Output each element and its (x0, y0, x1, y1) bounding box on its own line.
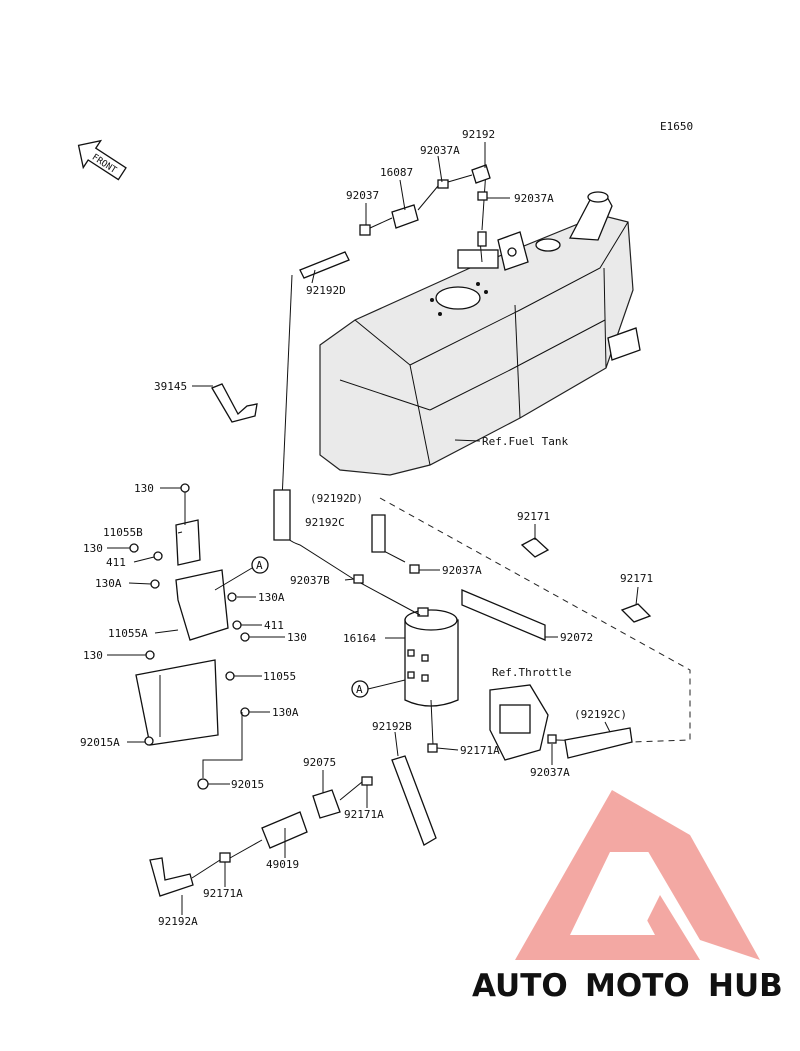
label-92171A-1: 92171A (460, 744, 500, 757)
label-11055A: 11055A (108, 627, 148, 640)
ref-throttle: Ref.Throttle (492, 666, 571, 679)
fuel-filter-line (149, 743, 438, 897)
label-130A-2: 130A (258, 591, 285, 604)
label-92192C: 92192C (305, 516, 345, 529)
watermark-hub: HUB (708, 968, 783, 1004)
label-92192C-paren: (92192C) (574, 708, 627, 721)
label-92037A-1: 92037A (420, 144, 460, 157)
label-92171-2: 92171 (620, 572, 653, 585)
clip-39145 (211, 383, 258, 423)
ref-fuel-tank: Ref.Fuel Tank (482, 435, 568, 448)
front-arrow-icon: FRONT (77, 139, 127, 181)
callout-a-lower-text: A (356, 683, 363, 696)
label-16164: 16164 (343, 632, 376, 645)
label-130-3: 130 (287, 631, 307, 644)
label-92192-top: 92192 (462, 128, 495, 141)
label-11055B: 11055B (103, 526, 143, 539)
label-92037A-4: 92037A (530, 766, 570, 779)
canister-hoses (273, 489, 691, 746)
label-92192D-paren: (92192D) (310, 492, 363, 505)
label-92075: 92075 (303, 756, 336, 769)
throttle-body (489, 684, 633, 761)
canister (404, 607, 459, 707)
label-92171A-3: 92171A (203, 887, 243, 900)
label-92192D: 92192D (306, 284, 346, 297)
label-92015A: 92015A (80, 736, 120, 749)
label-130-2: 130 (83, 542, 103, 555)
watermark-auto: AUTO (472, 968, 568, 1004)
label-11055: 11055 (263, 670, 296, 683)
label-92192B: 92192B (372, 720, 412, 733)
callout-a-upper-text: A (256, 559, 263, 572)
part-labels: 92192 92037A 16087 92037 92037A 92192D 3… (80, 128, 653, 928)
label-92037-1: 92037 (346, 189, 379, 202)
leader-lines (107, 142, 639, 915)
label-92192A: 92192A (158, 915, 198, 928)
bracket-assembly (129, 483, 250, 790)
label-411-2: 411 (264, 619, 284, 632)
label-92037A-3: 92037A (442, 564, 482, 577)
label-92037B: 92037B (290, 574, 330, 587)
label-411-1: 411 (106, 556, 126, 569)
label-92171-1: 92171 (517, 510, 550, 523)
callout-a-upper (251, 556, 269, 574)
watermark-text: AUTO MOTO HUB (472, 968, 783, 1004)
label-130-4: 130 (83, 649, 103, 662)
label-92072: 92072 (560, 631, 593, 644)
label-49019: 49019 (266, 858, 299, 871)
label-39145: 39145 (154, 380, 187, 393)
watermark-moto: MOTO (585, 968, 690, 1004)
label-130A-3: 130A (272, 706, 299, 719)
watermark-logo-icon (515, 790, 760, 960)
label-92171A-2: 92171A (344, 808, 384, 821)
label-130A-1: 130A (95, 577, 122, 590)
diagram-code: E1650 (660, 120, 693, 133)
label-16087: 16087 (380, 166, 413, 179)
label-130-1: 130 (134, 482, 154, 495)
vent-hoses (281, 164, 491, 501)
label-92037A-2: 92037A (514, 192, 554, 205)
label-92015: 92015 (231, 778, 264, 791)
fuel-tank (319, 191, 641, 476)
